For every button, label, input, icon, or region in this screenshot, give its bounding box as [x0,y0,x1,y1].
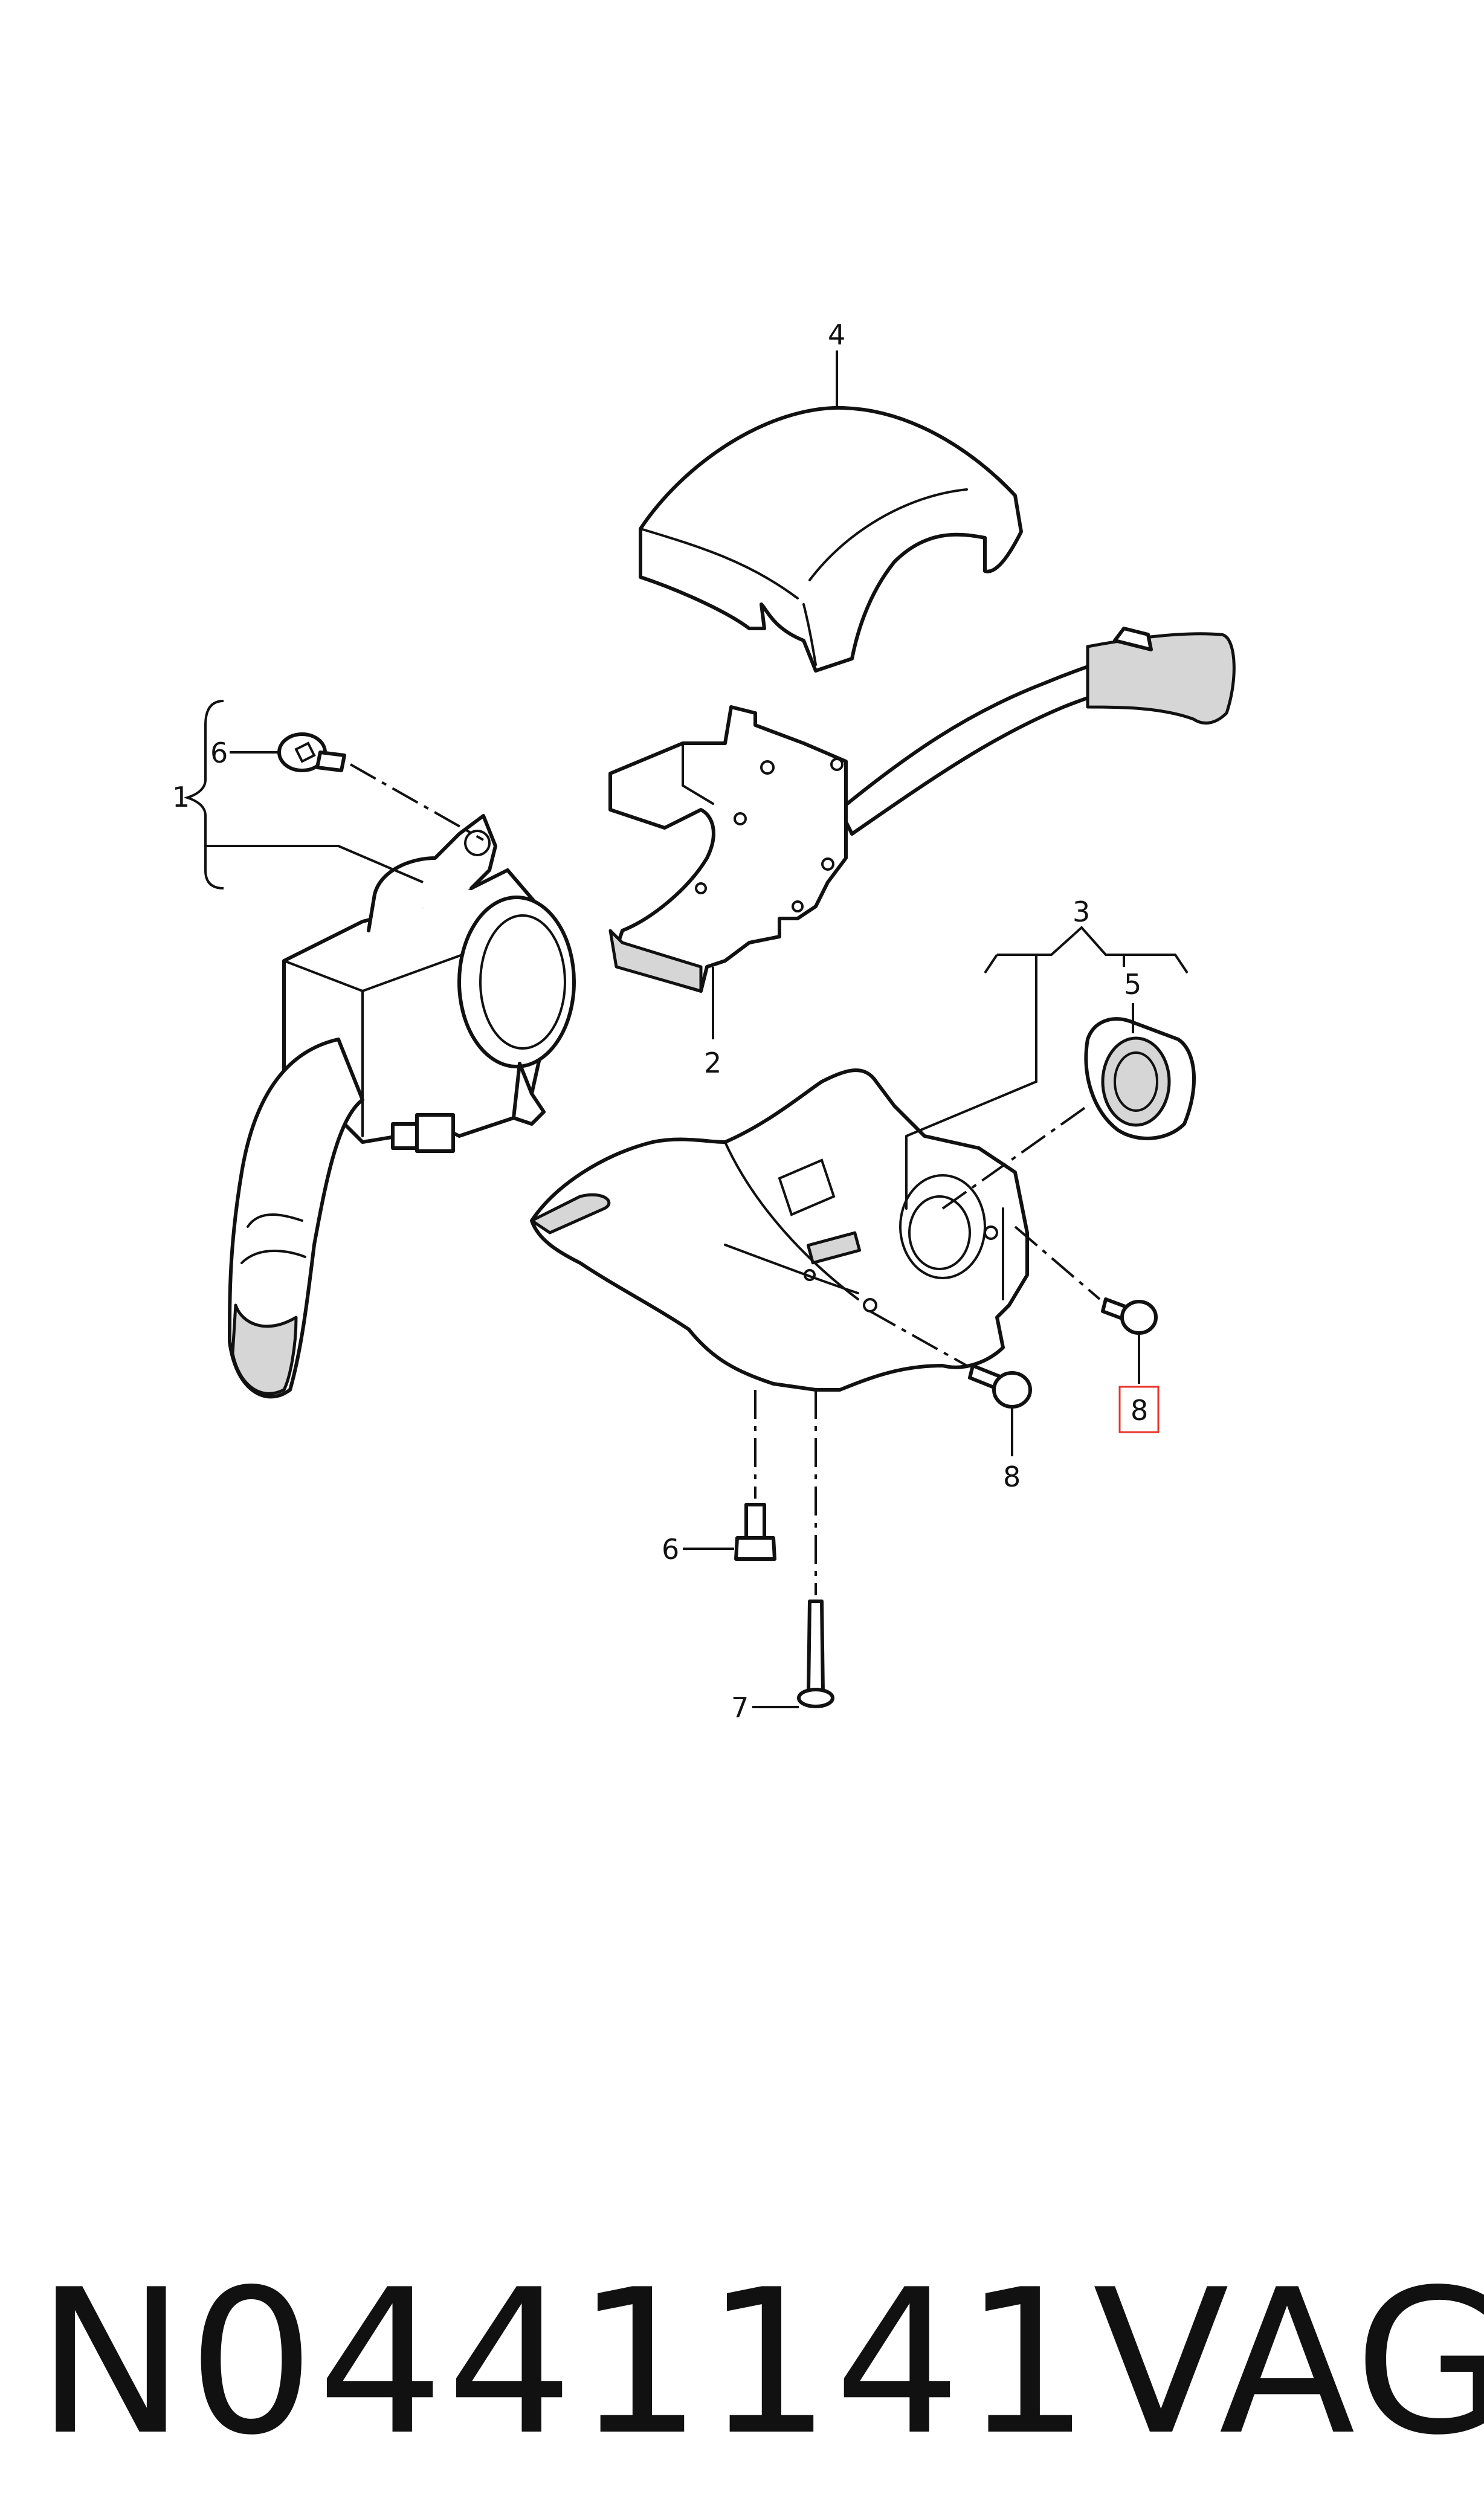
callout-7: 7 [731,1691,799,1724]
callout-1: 1 [172,700,424,889]
screw-8-right [1101,1297,1158,1335]
screw-8-middle [968,1364,1032,1409]
label-6-lower: 6 [662,1533,679,1566]
callout-8-middle: 8 [1003,1408,1021,1493]
callout-8-right: 8 [1118,1334,1160,1433]
exploded-parts-diagram: 1 6 4 2 3 5 8 8 6 7 [172,318,1236,1724]
label-1: 1 [172,781,190,813]
upper-column-trim-cover [639,405,1023,673]
label-8-highlighted: 8 [1131,1394,1148,1427]
label-6-upper: 6 [210,737,228,769]
long-screw-7 [797,1600,834,1708]
callout-6-lower: 6 [662,1533,734,1566]
highlight-box [1118,1386,1160,1433]
assembly-axis-lines [350,763,1101,1595]
lower-column-trim-cover [530,1068,1029,1392]
label-3: 3 [1073,896,1090,928]
part-number: N0441141 [36,2247,1093,2479]
callout-6-upper: 6 [210,737,279,769]
callout-5: 5 [1124,968,1141,1033]
cover-cap [1084,1017,1196,1140]
steering-column-switch-module [228,814,576,1399]
callout-2: 2 [704,967,721,1079]
switch-housing-with-stalk [608,627,1236,993]
bolt-6-upper [277,732,346,772]
brand-name: VAG [1092,2247,1484,2479]
label-7: 7 [731,1691,749,1724]
label-5: 5 [1124,968,1141,1001]
callout-3: 3 [906,896,1189,1137]
label-2: 2 [704,1047,721,1079]
footer-caption: N0441141 VAG [36,2247,1484,2479]
label-4: 4 [828,318,845,351]
bolt-6-lower [734,1503,776,1561]
label-8-middle: 8 [1003,1461,1021,1493]
callout-4: 4 [828,318,845,406]
